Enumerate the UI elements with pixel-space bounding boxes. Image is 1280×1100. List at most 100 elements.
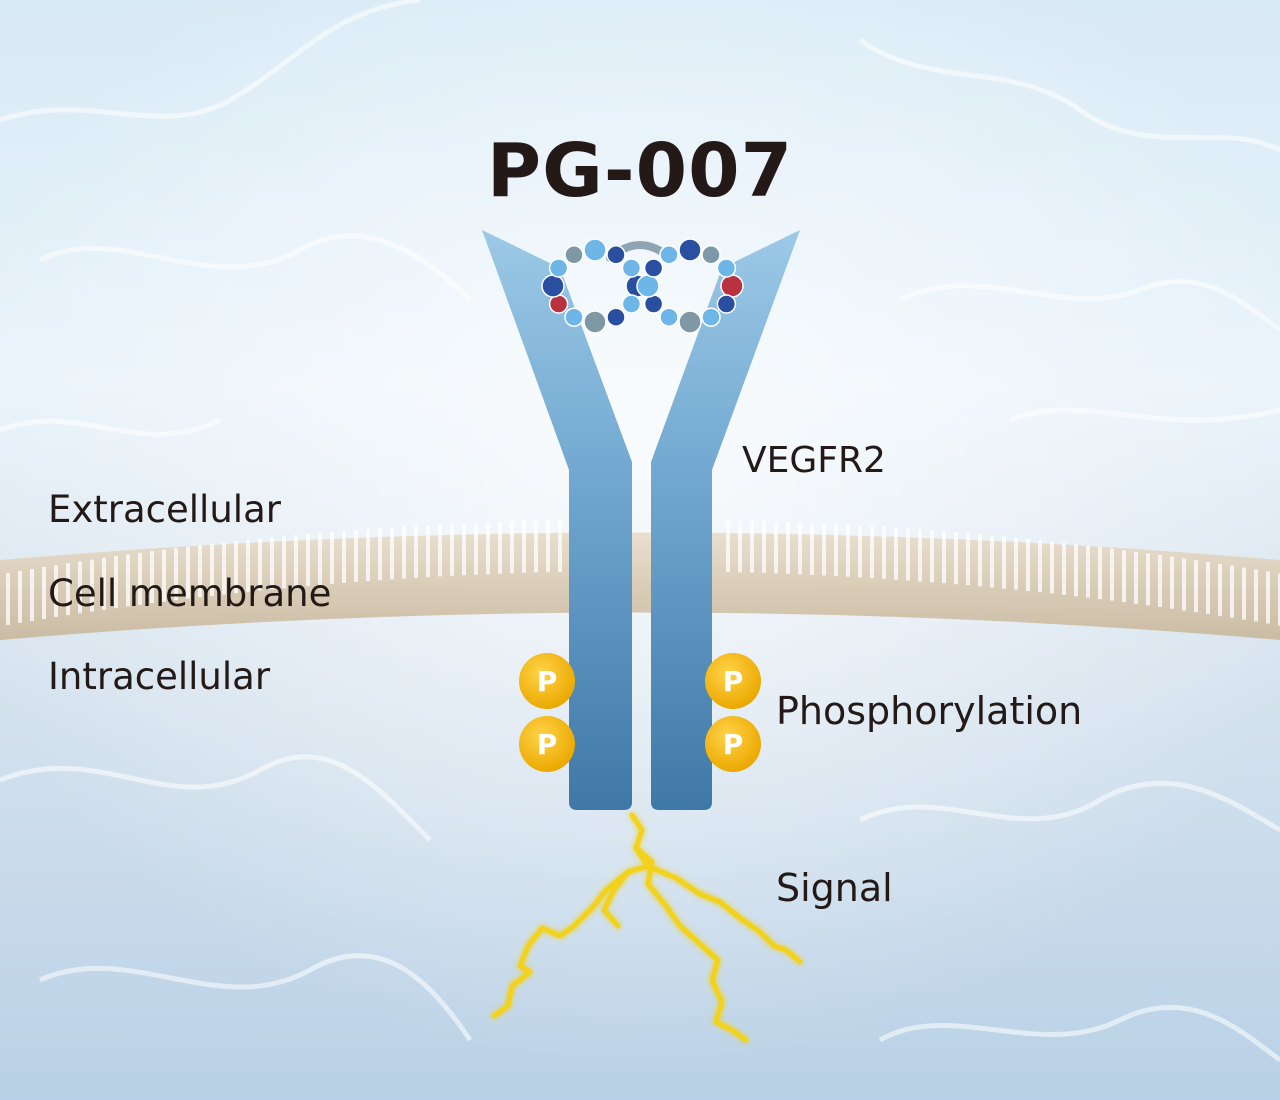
membrane-stripe (1146, 553, 1150, 606)
membrane-stripe (726, 519, 730, 572)
pg007-molecule (541, 238, 744, 334)
membrane-stripe (930, 530, 934, 583)
membrane-stripe (882, 526, 886, 579)
signal-label: Signal (776, 866, 893, 910)
membrane-stripe (18, 570, 22, 623)
membrane-stripe (150, 551, 154, 604)
membrane-stripe (1038, 540, 1042, 593)
membrane-stripe (522, 520, 526, 573)
membrane-stripe (798, 522, 802, 575)
membrane-stripe (858, 525, 862, 578)
membrane-stripe (786, 521, 790, 574)
phosphorylation-label: Phosphorylation (776, 689, 1083, 733)
membrane-stripe (1122, 550, 1126, 603)
membrane-stripe (1194, 560, 1198, 613)
molecule-bead (720, 274, 744, 298)
membrane-stripe (198, 545, 202, 598)
signal-lightning (491, 812, 803, 1043)
receptor-label: VEGFR2 (742, 440, 886, 481)
phosphate-right-lower: P (705, 716, 761, 772)
membrane-stripe (282, 536, 286, 589)
molecule-bead (678, 310, 702, 334)
membrane-stripe (6, 572, 10, 625)
membrane-stripe (966, 533, 970, 586)
membrane-stripe (810, 522, 814, 575)
molecule-bead (564, 245, 584, 265)
vegfr2-receptor (482, 230, 800, 810)
membrane-stripe (1002, 536, 1006, 589)
membrane-stripe (342, 530, 346, 583)
membrane-stripe (390, 527, 394, 580)
intracellular-label: Intracellular (48, 655, 271, 698)
membrane-stripe (870, 526, 874, 579)
membrane-stripe (738, 520, 742, 573)
receptor-left-chain (482, 230, 632, 810)
molecule-bead (716, 258, 737, 278)
membrane-stripe (894, 527, 898, 580)
membrane-stripe (774, 521, 778, 574)
molecule-bead (621, 258, 642, 278)
molecule-bead (636, 274, 660, 298)
membrane-stripe (954, 532, 958, 585)
membrane-stripes (6, 519, 1280, 626)
membrane-stripe (270, 537, 274, 590)
membrane-stripe (978, 534, 982, 587)
molecule-bead (564, 307, 584, 327)
membrane-stripe (1158, 555, 1162, 608)
extracellular-label: Extracellular (48, 488, 281, 531)
membrane-stripe (1074, 544, 1078, 597)
molecule-bead (659, 307, 679, 327)
membrane-stripe (486, 522, 490, 575)
membrane-stripe (1050, 541, 1054, 594)
membrane-stripe (186, 546, 190, 599)
molecule-bead (541, 274, 565, 298)
membrane-stripe (78, 561, 82, 614)
molecule-bead (659, 245, 679, 265)
membrane-stripe (114, 556, 118, 609)
membrane-stripe (1110, 548, 1114, 601)
membrane-stripe (102, 557, 106, 610)
membrane-stripe (234, 541, 238, 594)
membrane-stripe (126, 554, 130, 607)
molecule-bead (621, 294, 642, 314)
membrane-stripe (822, 523, 826, 576)
membrane-stripe (90, 559, 94, 612)
phosphate-left-lower: P (519, 716, 575, 772)
membrane-stripe (546, 520, 550, 573)
membrane-stripe (906, 528, 910, 581)
membrane-stripe (1134, 551, 1138, 604)
molecule-bead (583, 310, 607, 334)
membrane-stripe (42, 567, 46, 620)
molecule-bead (606, 307, 626, 327)
membrane-stripe (1026, 539, 1030, 592)
membrane-stripe (1278, 573, 1280, 626)
membrane-stripe (438, 524, 442, 577)
molecule-bead (701, 245, 721, 265)
membrane-stripe (1098, 547, 1102, 600)
molecule-bead (643, 258, 664, 278)
molecule-bead (583, 238, 607, 262)
membrane-stripe (402, 526, 406, 579)
molecule-bead (701, 307, 721, 327)
phosphate-symbol: P (537, 665, 558, 698)
membrane-stripe (474, 522, 478, 575)
membrane-stripe (426, 525, 430, 578)
membrane-stripe (366, 529, 370, 582)
membrane-stripe (174, 548, 178, 601)
phosphate-symbol: P (723, 728, 744, 761)
membrane-stripe (138, 552, 142, 605)
membrane-stripe (30, 568, 34, 621)
membrane-stripe (1086, 545, 1090, 598)
phosphate-symbol: P (723, 665, 744, 698)
molecule-bead (548, 258, 569, 278)
membrane-stripe (1014, 537, 1018, 590)
membrane-stripe (330, 531, 334, 584)
membrane-stripe (918, 529, 922, 582)
membrane-stripe (750, 520, 754, 573)
membrane-stripe (510, 521, 514, 574)
membrane-stripe (1062, 542, 1066, 595)
phosphate-right-upper: P (705, 653, 761, 709)
molecule-title: PG-007 (486, 128, 794, 214)
membrane-stripe (222, 542, 226, 595)
